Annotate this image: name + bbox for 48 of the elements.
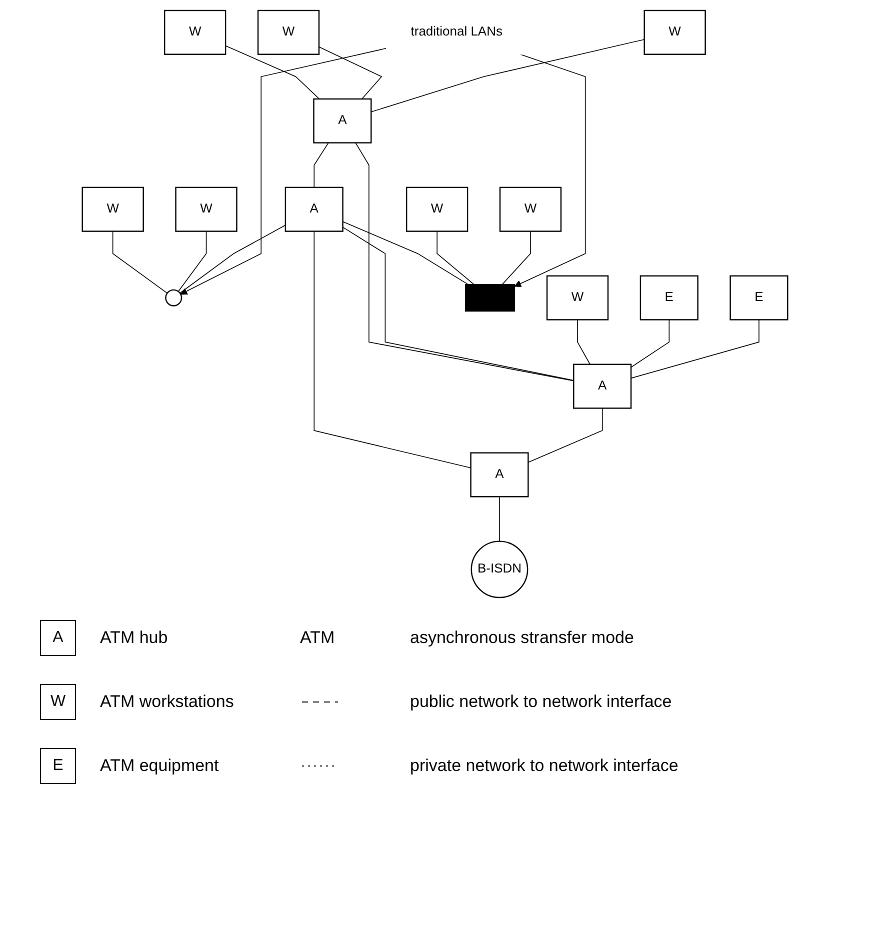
legend-text: ATM hub [100, 628, 169, 648]
connector [225, 45, 320, 100]
legend-symbol: E [40, 748, 76, 784]
arrow [514, 54, 586, 287]
connector [112, 230, 168, 294]
connector [502, 230, 531, 285]
node-box: A [470, 452, 529, 498]
node-box: W [82, 186, 144, 232]
connector [178, 230, 207, 292]
legend-symbol: A [40, 620, 76, 656]
legend-text: ATM equipment [100, 756, 220, 776]
node-text: traditional LANs [410, 25, 502, 39]
connector [318, 46, 382, 100]
node-ellipse [165, 289, 182, 306]
legend-text: private network to network interface [410, 756, 680, 776]
node-circle: B-ISDN [470, 540, 528, 598]
node-box: W [164, 10, 226, 55]
node-box: W [644, 10, 706, 55]
connector [436, 230, 474, 285]
connector [630, 319, 760, 379]
connector [355, 142, 574, 382]
abbreviation-meaning: asynchronous stransfer mode [410, 628, 635, 648]
node-box: A [313, 98, 372, 144]
node-box: E [730, 275, 788, 320]
connector [370, 39, 645, 112]
node-box: E [640, 275, 698, 320]
connector [342, 221, 469, 285]
legend-text: ATM workstations [100, 692, 235, 712]
node-box: W [406, 186, 468, 232]
arrow [180, 48, 387, 295]
node-box: W [175, 186, 238, 232]
connector [314, 142, 329, 188]
connector [528, 408, 603, 463]
connector [499, 496, 500, 542]
abbreviation: ATM [300, 628, 336, 648]
node-box: A [284, 186, 344, 232]
node-box: W [257, 10, 320, 55]
legend-text: public network to network interface [410, 692, 673, 712]
node-bar [465, 284, 515, 312]
connector [577, 319, 590, 365]
legend-symbol: W [40, 684, 76, 720]
node-box: W [499, 186, 562, 232]
connector [630, 319, 670, 368]
connector [342, 226, 574, 381]
connector [180, 224, 286, 294]
connector [314, 230, 472, 468]
node-box: W [546, 275, 609, 320]
node-box: A [573, 364, 632, 409]
